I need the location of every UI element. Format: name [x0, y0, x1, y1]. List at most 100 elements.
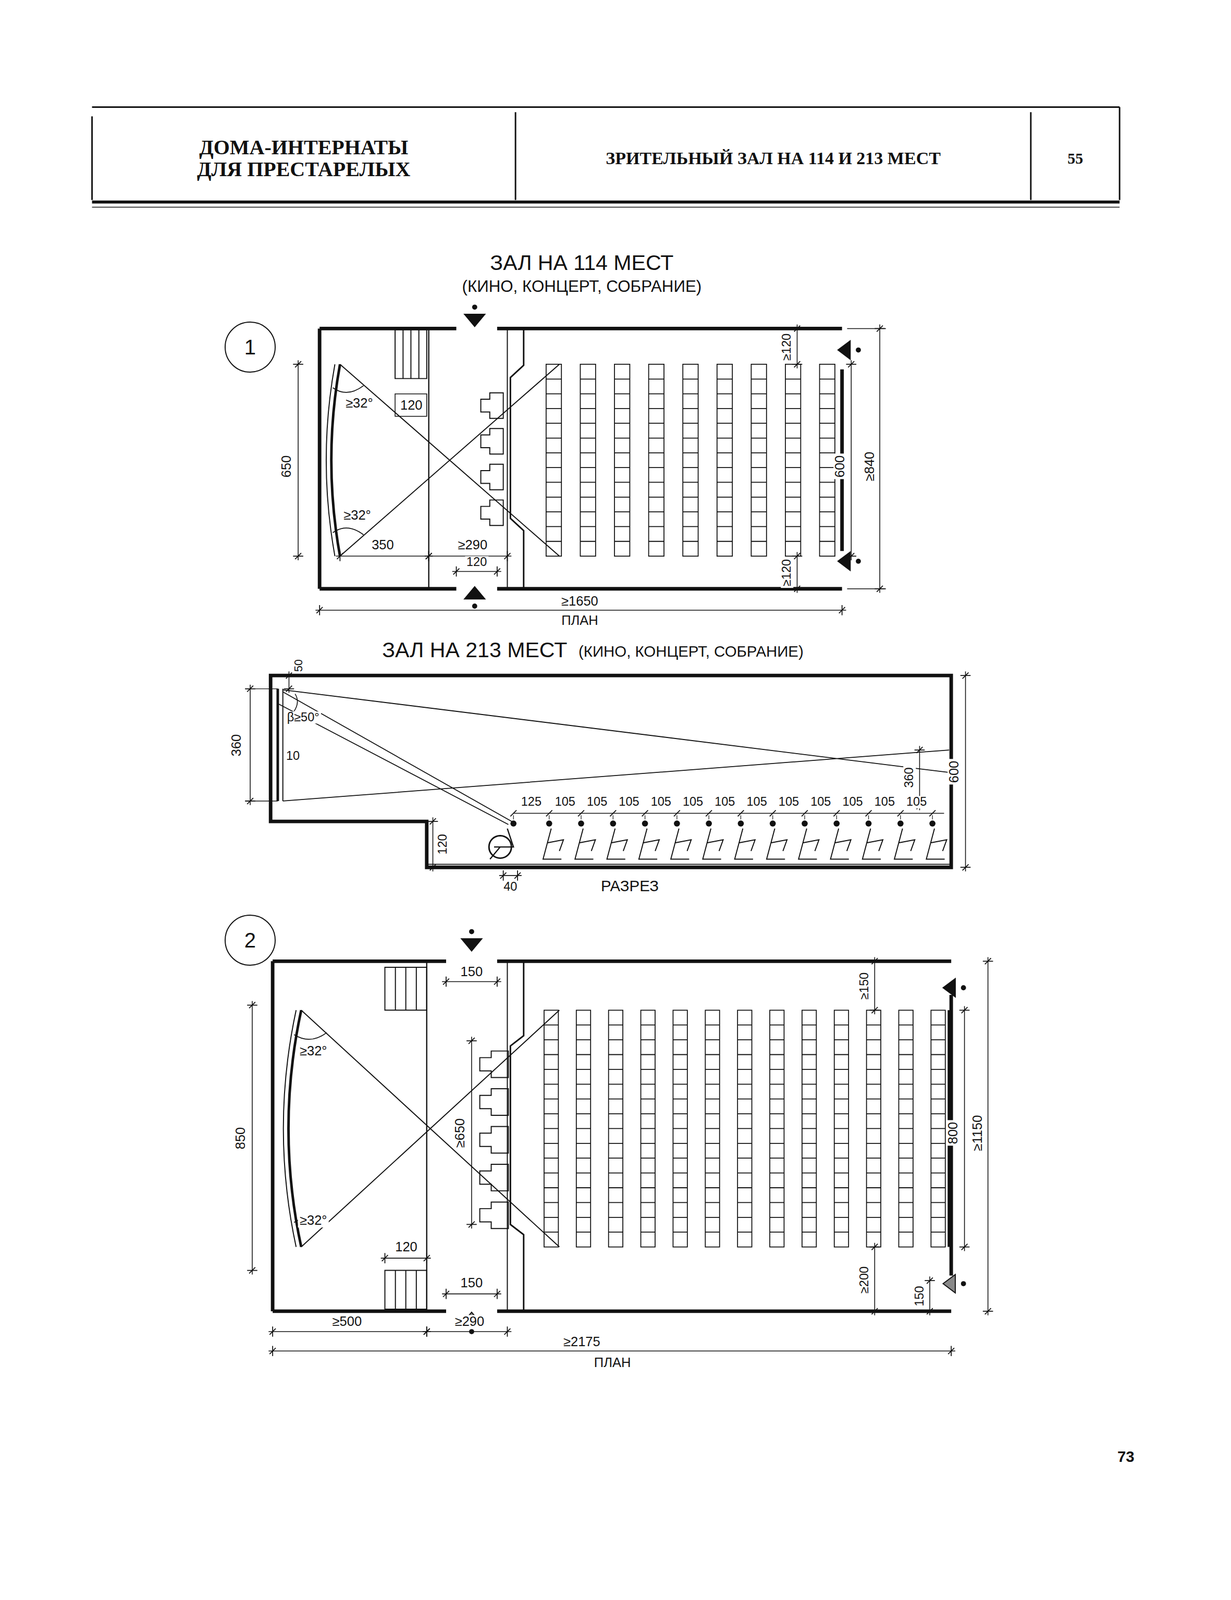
dimension-label: ≥1150 — [971, 1113, 986, 1153]
dimension-tick — [425, 550, 433, 562]
dimension-label: ≥150 — [858, 970, 871, 1002]
extension-line — [846, 328, 886, 589]
entrance-dot — [469, 1328, 475, 1335]
seat-symbol — [734, 828, 756, 860]
wheelchair-place — [479, 1201, 509, 1229]
dimension-label: ≥120 — [780, 331, 794, 363]
seat-point — [737, 820, 745, 827]
wall — [319, 328, 842, 589]
seat-point — [705, 820, 712, 827]
dimension-label: β≥50° — [285, 711, 322, 724]
seat-point — [673, 820, 681, 827]
dimension-tick — [869, 957, 881, 965]
dimension-line — [336, 555, 434, 557]
angle-arc — [293, 1032, 327, 1225]
seat-point — [609, 820, 617, 827]
seat-point — [929, 820, 936, 827]
angle-arc — [293, 693, 298, 711]
entrance-dot — [961, 985, 967, 991]
seat-row — [648, 364, 664, 557]
dimension-line — [965, 671, 967, 872]
dimension-label: 150 — [459, 1276, 485, 1290]
dimension-tick — [769, 810, 777, 817]
dimension-label: 150 — [459, 965, 485, 979]
section-heading: ЗАЛ НА 213 МЕСТ — [380, 639, 569, 661]
seat-row — [544, 1010, 559, 1247]
seat-point — [577, 820, 585, 827]
dimension-label: ≥290 — [453, 1315, 487, 1329]
dimension-label: ≥32° — [341, 508, 373, 523]
dimension-tick — [269, 1326, 276, 1337]
dimension-line — [874, 1242, 876, 1316]
entrance-marker — [838, 340, 851, 360]
dimension-tick — [494, 1288, 501, 1300]
dimension-label: ПЛАН — [559, 613, 600, 628]
dimension-tick — [737, 810, 745, 817]
dimension-line — [471, 1036, 473, 1229]
dimension-tick — [897, 810, 904, 817]
dimension-tick — [247, 1267, 258, 1274]
dimension-line — [964, 1005, 966, 1251]
extension-line — [580, 815, 582, 820]
dimension-label: ≥2175 — [561, 1335, 602, 1350]
dimension-tick — [959, 1006, 970, 1014]
dimension-tick — [705, 810, 712, 817]
dimension-tick — [427, 818, 439, 825]
header-cell: ЗРИТЕЛЬНЫЙ ЗАЛ НА 114 И 213 МЕСТ — [515, 116, 1031, 201]
header-text: ДОМА-ИНТЕРНАТЫ ДЛЯ ПРЕСТАРЕЛЫХ — [183, 136, 424, 181]
dimension-tick — [924, 1308, 935, 1315]
seat-point — [546, 820, 553, 827]
wheelchair-symbol — [489, 828, 514, 860]
dimension-label: 105 — [617, 796, 641, 809]
dimension-tick — [442, 976, 450, 988]
dimension-line — [380, 1257, 432, 1259]
callout-number: 1 — [244, 336, 256, 359]
seat-point — [769, 820, 777, 827]
seat-symbol — [638, 828, 660, 860]
sight-line — [339, 364, 560, 557]
dimension-label: 120 — [393, 1240, 420, 1255]
dimension-label: 120 — [398, 398, 425, 413]
wheelchair-place — [481, 392, 504, 419]
seat-row — [608, 1010, 623, 1247]
seat-symbol — [702, 828, 723, 860]
extension-line — [548, 815, 550, 820]
extension-line — [676, 815, 677, 820]
dimension-tick — [982, 1308, 994, 1315]
dimension-tick — [546, 810, 553, 817]
dimension-tick — [869, 1006, 881, 1014]
dimension-line — [268, 1331, 431, 1333]
dimension-tick — [316, 605, 323, 616]
seat-row — [672, 1010, 687, 1247]
seat-symbol — [607, 828, 628, 860]
wheelchair-place — [479, 1164, 509, 1191]
dimension-line — [268, 1350, 956, 1352]
seat-row — [930, 1010, 945, 1247]
extension-line — [740, 815, 742, 820]
stage-line — [428, 328, 430, 589]
seat-symbol — [670, 828, 692, 860]
dimension-tick — [982, 957, 994, 965]
dimension-label: 800 — [946, 1120, 961, 1147]
dimension-label: ≥120 — [780, 557, 794, 588]
dimension-tick — [292, 361, 304, 368]
dimension-label: 350 — [370, 538, 396, 552]
dimension-line — [796, 551, 798, 593]
screen — [326, 364, 336, 557]
dimension-label: 105 — [553, 796, 577, 809]
entrance-dot — [472, 304, 478, 310]
dimension-label: ПЛАН — [592, 1356, 633, 1370]
header-cell: 55 — [1030, 116, 1120, 201]
seat-symbol — [830, 828, 852, 860]
wall — [272, 961, 952, 1312]
dimension-tick — [948, 1345, 955, 1357]
dimension-tick — [924, 1277, 935, 1284]
dimension-line — [422, 1331, 512, 1333]
seat-symbol — [926, 828, 947, 860]
dimension-line — [879, 324, 881, 594]
dimension-label: 850 — [234, 1125, 248, 1151]
dimension-tick — [865, 810, 872, 817]
dimension-tick — [839, 605, 846, 616]
dimension-tick — [382, 1252, 389, 1264]
extension-line — [708, 815, 710, 820]
